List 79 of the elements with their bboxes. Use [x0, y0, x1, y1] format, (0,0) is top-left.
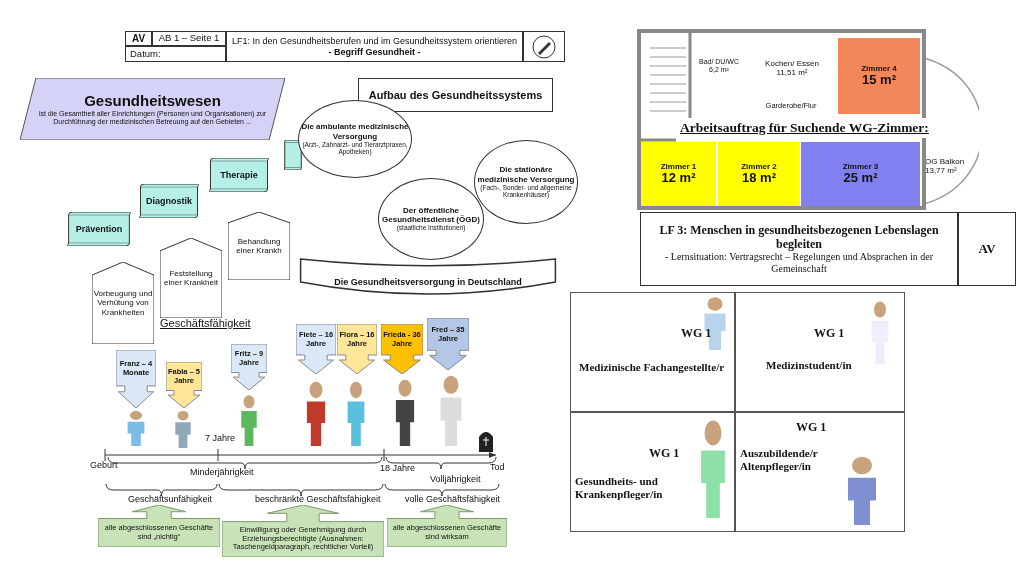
- room-name: OG Balkon: [925, 156, 965, 166]
- period-label: volle Geschäftsfähigkeit: [405, 494, 501, 505]
- job-title: Medizinische Fachangestellte/r: [579, 361, 725, 374]
- scroll-label: Prävention: [75, 223, 123, 235]
- group-name: WG 1: [796, 421, 827, 435]
- scroll-label: Therapie: [220, 169, 258, 181]
- room-area: [801, 142, 920, 206]
- ellipse-title: Der öffentliche Gesundheitsdienst (ÖGD): [381, 206, 481, 225]
- period-label: Volljährigkeit: [430, 474, 481, 485]
- cell-text: AV: [131, 32, 146, 45]
- group-name: WG 1: [649, 447, 680, 461]
- header-cell: [640, 212, 958, 286]
- room-area-text: 11,51 m²: [776, 68, 808, 78]
- header-cell: [958, 212, 1016, 286]
- arrow-callout: [381, 324, 423, 374]
- group-name: WG 1: [681, 327, 712, 341]
- room-area: [838, 38, 920, 114]
- tag-shape: [160, 238, 222, 318]
- banner-shape: [20, 78, 285, 140]
- worksheet-subtitle: - Lernsituation: Vertragsrecht – Regelungen und Absprachen in der Gemeinschaft: [663, 251, 935, 275]
- room-name: Zimmer 3: [842, 161, 879, 172]
- scroll-banner: [66, 212, 132, 246]
- arrow-callout: [337, 324, 377, 374]
- arrow-callout: [427, 318, 469, 370]
- room-area-text: 18 m²: [742, 171, 776, 187]
- scroll-banner: [138, 184, 200, 218]
- room-area-text: 12 m²: [661, 171, 696, 187]
- tag-shape: [92, 262, 154, 344]
- heading: Aufbau des Gesundheitssystems: [368, 88, 543, 102]
- arrow-callout: [116, 350, 156, 408]
- job-title: Auszubildende/r Altenpfleger/in: [740, 447, 819, 473]
- room-name: Zimmer 4: [861, 63, 897, 74]
- room-name: Kochen/ Essen: [765, 58, 819, 68]
- worksheet-subtitle: - Begriff Gesundheit -: [328, 46, 421, 57]
- worksheet-title: LF 3: Menschen in gesundheitsbezogenen Lebenslagen begleiten: [658, 223, 940, 252]
- room-name: Zimmer 2: [741, 161, 777, 172]
- axis-label: Geburt: [90, 460, 118, 471]
- banner-title: Gesundheitswesen: [84, 92, 221, 110]
- period-label: Minderjährigkeit: [190, 467, 254, 478]
- cell-text: AV: [978, 241, 996, 257]
- axis-label: 18 Jahre: [380, 463, 416, 474]
- arrow-callout: [231, 344, 267, 390]
- job-title: Medizinstudent/in: [766, 359, 852, 372]
- arrow-callout: [387, 505, 507, 547]
- tag-text: Feststellung einer Krankheit: [163, 268, 219, 288]
- arrow-callout: [166, 362, 202, 408]
- scroll-label: Diagnostik: [146, 195, 192, 207]
- group-name: WG 1: [814, 327, 845, 341]
- scroll-banner: [208, 158, 270, 192]
- header-cell: [125, 31, 152, 46]
- section-heading: Geschäftsfähigkeit: [160, 317, 251, 330]
- ellipse-title: Die stationäre medizinische Versorgung: [476, 165, 576, 184]
- cell-text: Datum:: [130, 48, 161, 60]
- arrow-callout: [296, 324, 336, 374]
- ellipse-title: Die ambulante medizinische Versorgung: [300, 122, 410, 141]
- tag-text: Behandlung einer Krankh: [235, 236, 283, 256]
- room-area-text: 25 m²: [843, 171, 878, 187]
- header-cell: [125, 46, 226, 62]
- scroll-banner: [284, 140, 302, 170]
- header-cell: [226, 31, 523, 62]
- axis-label: Tod: [490, 462, 505, 473]
- period-label: Geschäftsunfähigkeit: [128, 494, 213, 505]
- arrow-callout: [222, 505, 384, 557]
- room-name: Zimmer 1: [660, 161, 697, 172]
- room-area-text: 15 m²: [862, 73, 896, 89]
- job-title: Gesundheits- und Krankenpfleger/in: [575, 475, 664, 501]
- banner-title: Die Gesundheitsversorgung in Deutschland: [334, 276, 522, 288]
- room-area: [641, 142, 716, 206]
- tag-text: Vorbeugung und Verhütung von Krankheiten: [92, 289, 154, 317]
- title-box: [358, 78, 553, 112]
- room-area-text: 13,77 m²: [925, 166, 957, 176]
- cell-text: AB 1 – Seite 1: [158, 33, 220, 44]
- tag-shape: [228, 212, 290, 280]
- period-label: beschränkte Geschäftsfähigkeit: [255, 494, 381, 505]
- room-area: [718, 142, 800, 206]
- worksheet-title: LF1: In den Gesundheitsberufen und im Gesundheitssystem orientieren: [231, 36, 518, 47]
- axis-label: 7 Jahre: [205, 433, 236, 444]
- arrow-callout: [98, 505, 220, 547]
- header-cell: [152, 31, 226, 46]
